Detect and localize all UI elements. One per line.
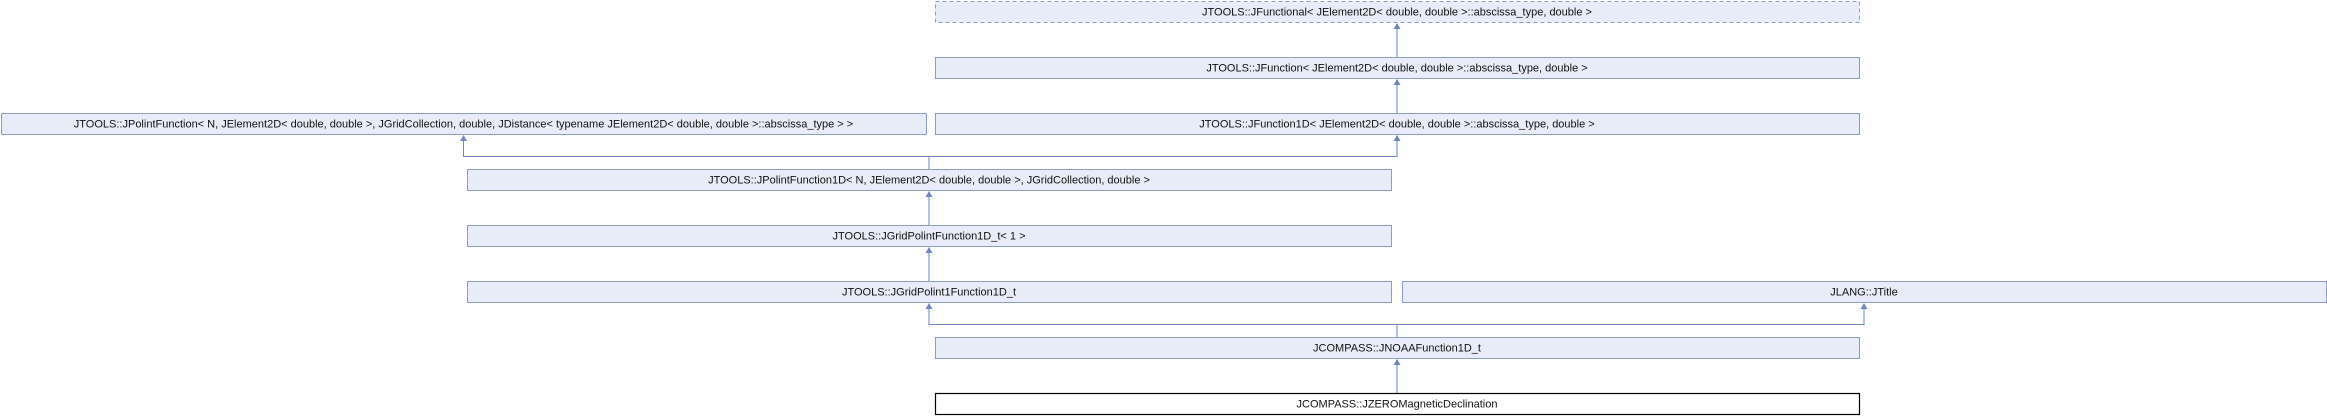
class-node-jgridpolintfunction1d_t1[interactable]: JTOOLS::JGridPolintFunction1D_t< 1 >	[467, 225, 1392, 247]
class-label: JTOOLS::JPolintFunction< N, JElement2D< …	[74, 119, 853, 131]
class-node-jgridpolint1function1d_t[interactable]: JTOOLS::JGridPolint1Function1D_t	[467, 281, 1392, 303]
class-label: JCOMPASS::JZEROMagneticDeclination	[1297, 399, 1498, 411]
class-node-jnoaafunction1d_t[interactable]: JCOMPASS::JNOAAFunction1D_t	[935, 337, 1860, 359]
class-label: JLANG::JTitle	[1830, 287, 1897, 299]
inheritance-edge-jnoaafunction1d_t-to-jtitle	[1396, 308, 1865, 337]
class-label: JTOOLS::JGridPolint1Function1D_t	[842, 287, 1016, 299]
class-node-jpolintfunction1d[interactable]: JTOOLS::JPolintFunction1D< N, JElement2D…	[467, 169, 1392, 191]
arrowhead-jfunctional	[1393, 23, 1401, 29]
class-box	[1, 113, 927, 135]
inheritance-edge-jpolintfunction1d-to-jpolintfunction	[463, 140, 930, 169]
class-box	[935, 57, 1860, 79]
class-box	[934, 392, 1861, 416]
class-label: JTOOLS::JPolintFunction1D< N, JElement2D…	[708, 175, 1150, 187]
arrowhead-jpolintfunction1d	[925, 191, 933, 197]
class-label: JTOOLS::JFunction1D< JElement2D< double,…	[1199, 119, 1594, 131]
class-label: JCOMPASS::JNOAAFunction1D_t	[1313, 343, 1481, 355]
arrowhead-jgridpolintfunction1d_t1	[925, 247, 933, 253]
class-node-jfunction1d[interactable]: JTOOLS::JFunction1D< JElement2D< double,…	[935, 113, 1860, 135]
class-node-jtitle[interactable]: JLANG::JTitle	[1402, 281, 2327, 303]
class-label: JTOOLS::JFunction< JElement2D< double, d…	[1206, 63, 1587, 75]
edges-layer	[460, 23, 1868, 393]
class-box	[467, 169, 1392, 191]
class-label: JTOOLS::JFunctional< JElement2D< double,…	[1202, 7, 1592, 19]
class-node-jzeromagneticdeclination: JCOMPASS::JZEROMagneticDeclination	[934, 392, 1861, 416]
class-node-jpolintfunction[interactable]: JTOOLS::JPolintFunction< N, JElement2D< …	[1, 113, 927, 135]
arrowhead-jtitle	[1860, 303, 1868, 309]
inheritance-edge-jpolintfunction1d-to-jfunction1d	[928, 140, 1398, 169]
arrowhead-jfunction1d	[1393, 135, 1401, 141]
class-label: JTOOLS::JGridPolintFunction1D_t< 1 >	[833, 231, 1026, 243]
class-box	[935, 113, 1860, 135]
class-node-jfunctional[interactable]: JTOOLS::JFunctional< JElement2D< double,…	[935, 1, 1860, 23]
arrowhead-jfunction	[1393, 79, 1401, 85]
class-node-jfunction[interactable]: JTOOLS::JFunction< JElement2D< double, d…	[935, 57, 1860, 79]
arrowhead-jnoaafunction1d_t	[1393, 359, 1401, 365]
arrowhead-jgridpolint1function1d_t	[925, 303, 933, 309]
class-box	[935, 337, 1860, 359]
class-box	[935, 1, 1860, 23]
inheritance-edge-jnoaafunction1d_t-to-jgridpolint1function1d_t	[928, 308, 1398, 337]
class-box	[467, 225, 1392, 247]
class-box	[467, 281, 1392, 303]
arrowhead-jpolintfunction	[460, 135, 467, 141]
